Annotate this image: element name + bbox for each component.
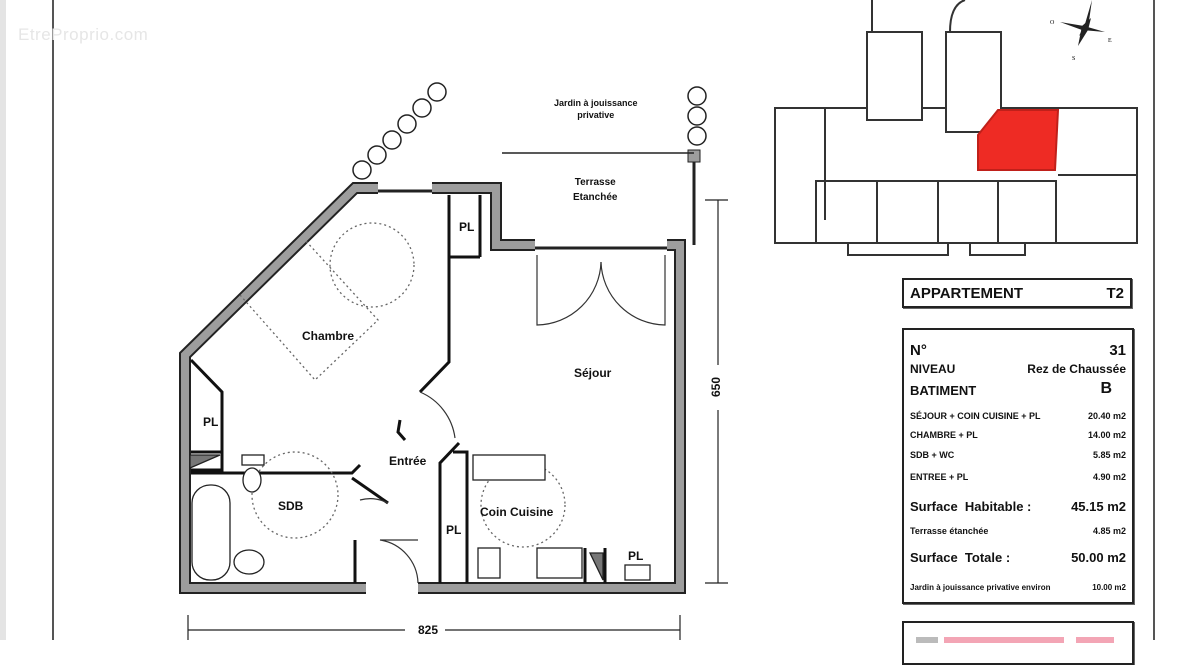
floor-plan: O E S [179, 0, 1138, 640]
number-value: 31 [1109, 342, 1126, 359]
compass-south: S [1072, 56, 1075, 62]
dimension-height: 650 [709, 376, 724, 398]
door-swings [359, 255, 666, 584]
label-pl-3: PL [446, 523, 462, 537]
page-border-right [1153, 0, 1155, 640]
toilet-icon [241, 454, 265, 466]
label-coin-cuisine: Coin Cuisine [480, 505, 554, 519]
number-label: N° [910, 342, 927, 359]
hob-icon [477, 547, 501, 579]
area-value: 4.90 m2 [1092, 472, 1126, 482]
legend-swatch [916, 637, 938, 643]
compass-west: O [1050, 20, 1055, 26]
apartment-title-box: APPARTEMENT T2 [902, 278, 1132, 308]
niveau-value: Rez de Chaussée [1027, 362, 1126, 376]
fixtures [189, 454, 651, 581]
label-terrasse: Terrasse Etanchée [573, 177, 618, 203]
surface-totale-label: Surface Totale : [910, 550, 1011, 565]
terrasse-value: 4.85 m2 [1092, 526, 1126, 536]
label-pl-4: PL [628, 549, 644, 563]
area-value: 14.00 m2 [1087, 430, 1126, 440]
surface-habitable-label: Surface Habitable : [910, 499, 1032, 514]
oven-icon [536, 547, 583, 579]
niveau-label: NIVEAU [910, 362, 956, 376]
apartment-title: APPARTEMENT [910, 285, 1024, 302]
jardin-value: 10.00 m2 [1092, 583, 1126, 592]
watermark: EtreProprio.com [18, 25, 149, 44]
legend-bar [944, 637, 1064, 643]
area-label: SDB + WC [910, 450, 955, 460]
compass-east: E [1108, 38, 1112, 44]
batiment-value: B [1100, 380, 1112, 397]
label-pl-1: PL [459, 220, 475, 234]
label-entree: Entrée [389, 454, 427, 468]
interior-walls [189, 195, 607, 583]
area-label: CHAMBRE + PL [910, 430, 978, 440]
area-value: 5.85 m2 [1092, 450, 1126, 460]
apartment-type: T2 [1106, 285, 1124, 302]
area-label: SÉJOUR + COIN CUISINE + PL [910, 411, 1041, 421]
bathtub-icon [191, 484, 231, 581]
label-sdb: SDB [278, 499, 304, 513]
turning-circles [239, 222, 566, 548]
tree-icons [352, 82, 707, 180]
dimension-width: 825 [418, 623, 439, 637]
apartment-info-box: N° 31 NIVEAU Rez de Chaussée BATIMENT B SÉJ… [902, 328, 1134, 604]
building-location-plan [774, 0, 1138, 256]
sink-icon [233, 549, 265, 575]
label-chambre: Chambre [302, 329, 355, 343]
label-pl-2: PL [203, 415, 219, 429]
surface-habitable-value: 45.15 m2 [1071, 499, 1126, 514]
legend-box [902, 621, 1134, 665]
label-sejour: Séjour [574, 366, 612, 380]
batiment-label: BATIMENT [910, 383, 977, 398]
area-value: 20.40 m2 [1087, 411, 1126, 421]
page-left-margin [0, 0, 6, 640]
legend-bar [1076, 637, 1114, 643]
dimension-lines [187, 199, 728, 640]
jardin-label: Jardin à jouissance privative environ [910, 583, 1051, 592]
area-label: ENTREE + PL [910, 472, 969, 482]
page-border-left [52, 0, 54, 640]
label-jardin: Jardin à jouissance privative [554, 98, 638, 120]
compass-rose-icon [1060, 0, 1105, 46]
terrasse-label: Terrasse étanchée [910, 526, 989, 536]
surface-totale-value: 50.00 m2 [1071, 550, 1126, 565]
outer-walls [179, 149, 701, 594]
